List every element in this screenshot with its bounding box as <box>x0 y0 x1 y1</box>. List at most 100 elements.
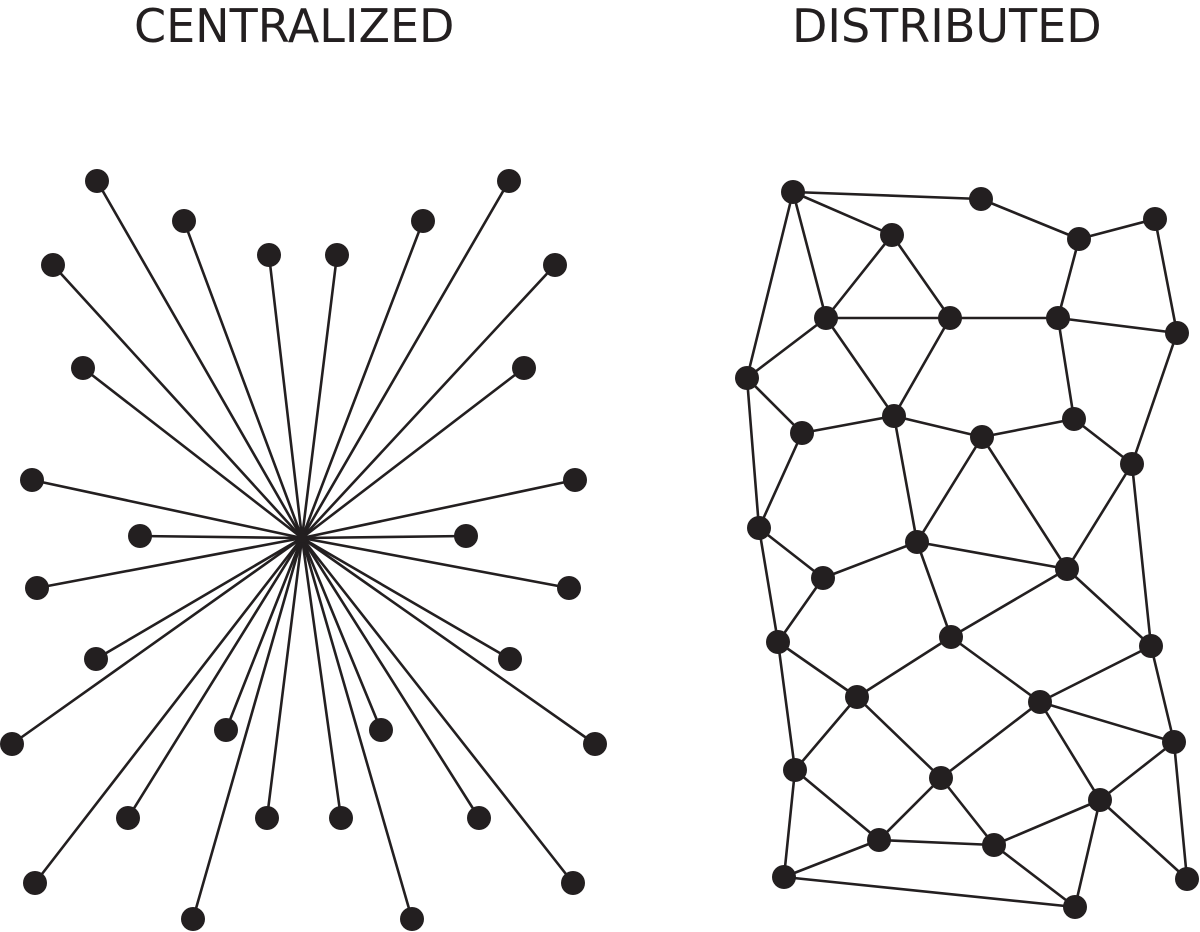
distributed-edge-29 <box>1065 462 1134 571</box>
centralized-edge-19 <box>10 536 304 746</box>
distributed-node-20 <box>766 630 790 654</box>
centralized-title: CENTRALIZED <box>134 0 455 53</box>
centralized-leaf-node-25 <box>255 806 279 830</box>
distributed-edge-7 <box>824 233 894 320</box>
centralized-edge-14 <box>300 534 468 540</box>
distributed-edge-35 <box>949 567 1069 639</box>
distributed-node-11 <box>790 421 814 445</box>
distributed-edge-57 <box>877 838 996 847</box>
centralized-leaf-node-16 <box>557 576 581 600</box>
centralized-leaf-node-29 <box>181 907 205 931</box>
centralized-edge-8 <box>300 263 557 540</box>
centralized-hub-node <box>297 533 307 543</box>
distributed-edge-56 <box>782 838 881 879</box>
distributed-node-19 <box>1055 557 1079 581</box>
distributed-node-22 <box>1139 634 1163 658</box>
distributed-edge-41 <box>949 635 1042 704</box>
centralized-leaf-node-15 <box>25 576 49 600</box>
centralized-edge-26 <box>300 536 343 820</box>
distributed-edge-37 <box>776 576 825 644</box>
distributed-edge-3 <box>979 197 1081 241</box>
distributed-network <box>735 180 1199 919</box>
distributed-edge-45 <box>855 695 943 780</box>
distributed-edge-31 <box>757 526 825 580</box>
centralized-leaf-node-2 <box>497 169 521 193</box>
centralized-leaf-node-19 <box>0 732 24 756</box>
distributed-edge-33 <box>915 540 1069 571</box>
centralized-leaf-node-9 <box>71 356 95 380</box>
distributed-edge-58 <box>782 875 1077 909</box>
centralized-leaf-node-7 <box>41 253 65 277</box>
centralized-leaf-node-11 <box>20 468 44 492</box>
centralized-leaf-node-24 <box>467 806 491 830</box>
centralized-edge-2 <box>300 179 511 540</box>
centralized-leaf-node-3 <box>172 209 196 233</box>
centralized-edges <box>10 179 597 921</box>
centralized-edge-4 <box>300 219 425 540</box>
distributed-edge-46 <box>939 700 1042 780</box>
centralized-edge-5 <box>267 253 304 540</box>
distributed-edge-13 <box>1153 217 1179 335</box>
centralized-leaf-node-28 <box>561 871 585 895</box>
distributed-edge-32 <box>821 540 919 580</box>
distributed-nodes <box>735 180 1199 919</box>
distributed-edge-62 <box>1172 740 1189 881</box>
distributed-node-21 <box>939 625 963 649</box>
centralized-edge-21 <box>224 536 304 732</box>
centralized-leaf-node-8 <box>543 253 567 277</box>
distributed-edge-21 <box>800 414 896 435</box>
distributed-edge-12 <box>1056 237 1081 320</box>
centralized-leaf-node-6 <box>325 243 349 267</box>
distributed-node-10 <box>735 366 759 390</box>
distributed-node-4 <box>1067 227 1091 251</box>
centralized-leaf-node-17 <box>84 647 108 671</box>
distributed-edge-20 <box>745 376 761 530</box>
distributed-edge-50 <box>1098 740 1176 802</box>
distributed-edge-4 <box>1077 217 1157 241</box>
distributed-title: DISTRIBUTED <box>792 0 1102 53</box>
distributed-edge-61 <box>1098 798 1189 881</box>
distributed-edge-14 <box>745 316 828 380</box>
centralized-edge-13 <box>138 534 304 540</box>
distributed-edge-27 <box>915 435 984 544</box>
distributed-node-26 <box>1162 730 1186 754</box>
centralized-edge-17 <box>94 536 304 661</box>
distributed-node-9 <box>1165 321 1189 345</box>
centralized-leaf-node-26 <box>329 806 353 830</box>
centralized-edge-28 <box>300 536 575 885</box>
distributed-edge-18 <box>1130 331 1179 466</box>
distributed-node-17 <box>905 530 929 554</box>
distributed-edge-34 <box>915 540 953 639</box>
distributed-edge-5 <box>791 190 828 320</box>
distributed-node-15 <box>1120 452 1144 476</box>
distributed-edge-6 <box>745 190 795 380</box>
centralized-edge-25 <box>265 536 304 820</box>
centralized-leaf-node-23 <box>116 806 140 830</box>
distributed-node-31 <box>772 865 796 889</box>
distributed-edge-2 <box>791 190 894 237</box>
distributed-edge-53 <box>939 776 996 847</box>
centralized-leaf-node-1 <box>85 169 109 193</box>
centralized-leaf-node-14 <box>454 524 478 548</box>
distributed-node-25 <box>783 758 807 782</box>
distributed-node-13 <box>970 425 994 449</box>
centralized-edge-30 <box>300 536 414 921</box>
centralized-leaf-node-4 <box>411 209 435 233</box>
distributed-edge-19 <box>745 376 804 435</box>
distributed-edge-16 <box>892 316 952 418</box>
distributed-node-6 <box>814 306 838 330</box>
distributed-node-33 <box>1175 867 1199 891</box>
distributed-edge-39 <box>776 640 859 699</box>
centralized-leaf-node-30 <box>400 907 424 931</box>
centralized-leaf-node-5 <box>257 243 281 267</box>
centralized-edge-18 <box>300 536 512 661</box>
distributed-node-5 <box>1143 207 1167 231</box>
distributed-edge-40 <box>855 635 953 699</box>
centralized-nodes <box>0 169 607 931</box>
distributed-edge-38 <box>757 526 780 644</box>
distributed-edge-1 <box>791 190 983 201</box>
centralized-edge-9 <box>81 366 304 540</box>
distributed-edge-51 <box>793 768 881 842</box>
distributed-edge-52 <box>877 776 943 842</box>
